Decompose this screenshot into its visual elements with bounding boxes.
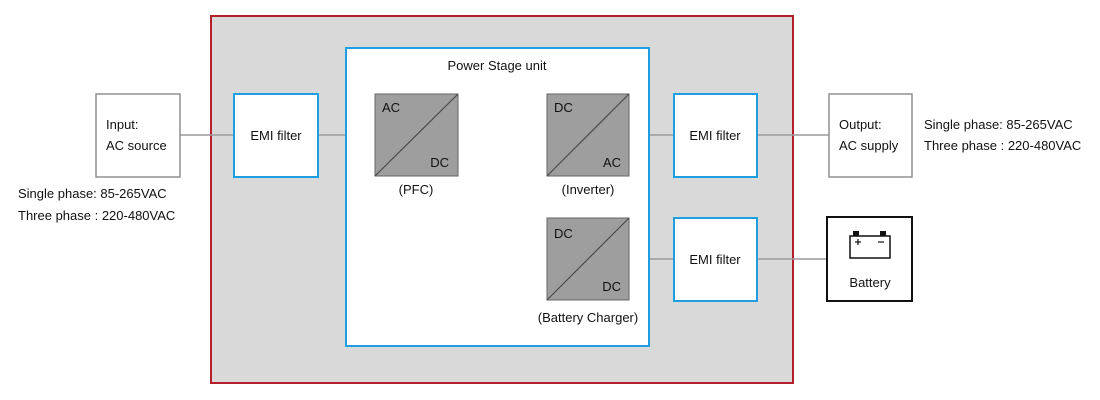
input-label-2: AC source [106,138,167,153]
pfc-converter [374,93,459,177]
battery-charger-converter [546,217,630,301]
emi-filter-input-label: EMI filter [250,128,302,143]
charger-caption: (Battery Charger) [538,310,638,325]
output-label-2: AC supply [839,138,899,153]
battery-box [826,216,913,302]
emi-filter-output [673,93,758,178]
input-spec-single: Single phase: 85-265VAC [18,186,167,201]
output-spec-three: Three phase : 220-480VAC [924,138,1081,153]
input-spec-three: Three phase : 220-480VAC [18,208,175,223]
emi-filter-input [233,93,319,178]
output-box [828,93,913,178]
inverter-caption: (Inverter) [562,182,615,197]
input-box [95,93,181,178]
power-stage-unit [345,47,650,347]
pfc-input-label: AC [382,100,400,115]
pfc-caption: (PFC) [399,182,434,197]
power-stage-title: Power Stage unit [447,58,546,73]
pfc-output-label: DC [430,155,449,170]
charger-output-label: DC [602,279,621,294]
battery-label: Battery [849,275,891,290]
output-label-1: Output: [839,117,882,132]
inverter-converter [546,93,630,177]
inverter-output-label: AC [603,155,621,170]
emi-filter-battery [673,217,758,302]
emi-filter-output-label: EMI filter [689,128,741,143]
output-spec-single: Single phase: 85-265VAC [924,117,1073,132]
emi-filter-battery-label: EMI filter [689,252,741,267]
inverter-input-label: DC [554,100,573,115]
input-label-1: Input: [106,117,139,132]
battery-icon [849,231,891,259]
charger-input-label: DC [554,226,573,241]
